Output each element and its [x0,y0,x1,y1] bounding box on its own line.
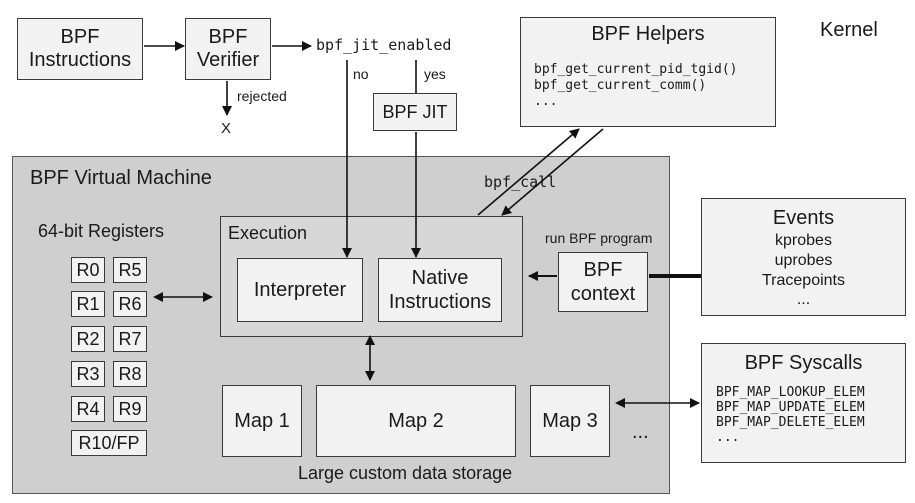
no-label: no [353,66,369,82]
register-r4: R4 [71,396,105,422]
context-line2: context [570,283,636,305]
native-line1: Native [411,267,469,289]
interpreter-box: Interpreter [237,258,363,322]
execution-title: Execution [228,223,308,243]
event-item: uprobes [774,252,833,269]
bpf-verifier-box: BPF Verifier [185,18,271,80]
vm-title: BPF Virtual Machine [30,167,212,189]
register-r5: R5 [113,257,147,283]
run-bpf-program-label: run BPF program [545,230,653,246]
event-item: Tracepoints [762,272,845,289]
syscalls-box [701,343,906,463]
register-r9: R9 [113,396,147,422]
instructions-line1: BPF [60,26,100,48]
maps-more: ... [632,421,649,443]
syscall-item: BPF_MAP_LOOKUP_ELEM [716,385,865,400]
storage-label: Large custom data storage [298,463,513,483]
kernel-label: Kernel [820,19,878,41]
rejected-label: rejected [237,88,287,104]
jit-enabled-label: bpf_jit_enabled [316,36,452,54]
events-content: Events kprobes uprobes Tracepoints ... [701,205,906,309]
syscall-item: BPF_MAP_DELETE_ELEM [716,415,865,430]
syscalls-list: BPF_MAP_LOOKUP_ELEM BPF_MAP_UPDATE_ELEM … [716,385,865,445]
verifier-line2: Verifier [196,49,260,71]
register-r7: R7 [113,326,147,352]
syscall-item: BPF_MAP_UPDATE_ELEM [716,400,865,415]
events-box [701,198,906,316]
helpers-box [520,17,776,127]
arrow-call-to-helpers [477,128,580,216]
helpers-list: bpf_get_current_pid_tgid() bpf_get_curre… [534,62,738,110]
register-r3: R3 [71,361,105,387]
yes-label: yes [424,66,446,82]
instructions-line2: Instructions [28,49,132,71]
native-instructions-box: Native Instructions [378,258,502,322]
event-item: ... [796,291,811,308]
syscalls-title: BPF Syscalls [744,352,863,374]
registers-title: 64-bit Registers [38,221,165,241]
arrow-helpers-to-call [501,128,604,216]
map-1-box: Map 1 [222,385,302,457]
helper-item: bpf_get_current_pid_tgid() [534,62,738,77]
reject-mark: X [221,120,232,137]
map-1-label: Map 1 [234,409,290,432]
event-item: kprobes [775,232,832,249]
helper-item: bpf_get_current_comm() [534,78,707,93]
events-title: Events [772,207,835,229]
syscall-item: ... [716,430,740,445]
register-r1: R1 [71,291,105,317]
bpf-jit-box: BPF JIT [373,93,457,131]
register-r8: R8 [113,361,147,387]
register-r6: R6 [113,291,147,317]
register-r2: R2 [71,326,105,352]
bpf-context-box: BPF context [558,252,648,312]
context-line1: BPF [583,259,623,281]
verifier-line1: BPF [208,26,248,48]
helper-item: ... [534,94,558,109]
register-r10-fp: R10/FP [71,430,147,456]
helpers-title: BPF Helpers [591,23,705,45]
map-3-box: Map 3 [530,385,610,457]
jit-label: BPF JIT [382,101,448,122]
register-r0: R0 [71,257,105,283]
map-2-box: Map 2 [316,385,516,457]
map-3-label: Map 3 [542,409,598,432]
map-2-label: Map 2 [388,409,444,432]
bpf-instructions-box: BPF Instructions [17,18,143,80]
interpreter-label: Interpreter [253,278,347,301]
bpf-call-label: bpf_call [484,173,557,191]
native-line2: Instructions [388,291,492,313]
